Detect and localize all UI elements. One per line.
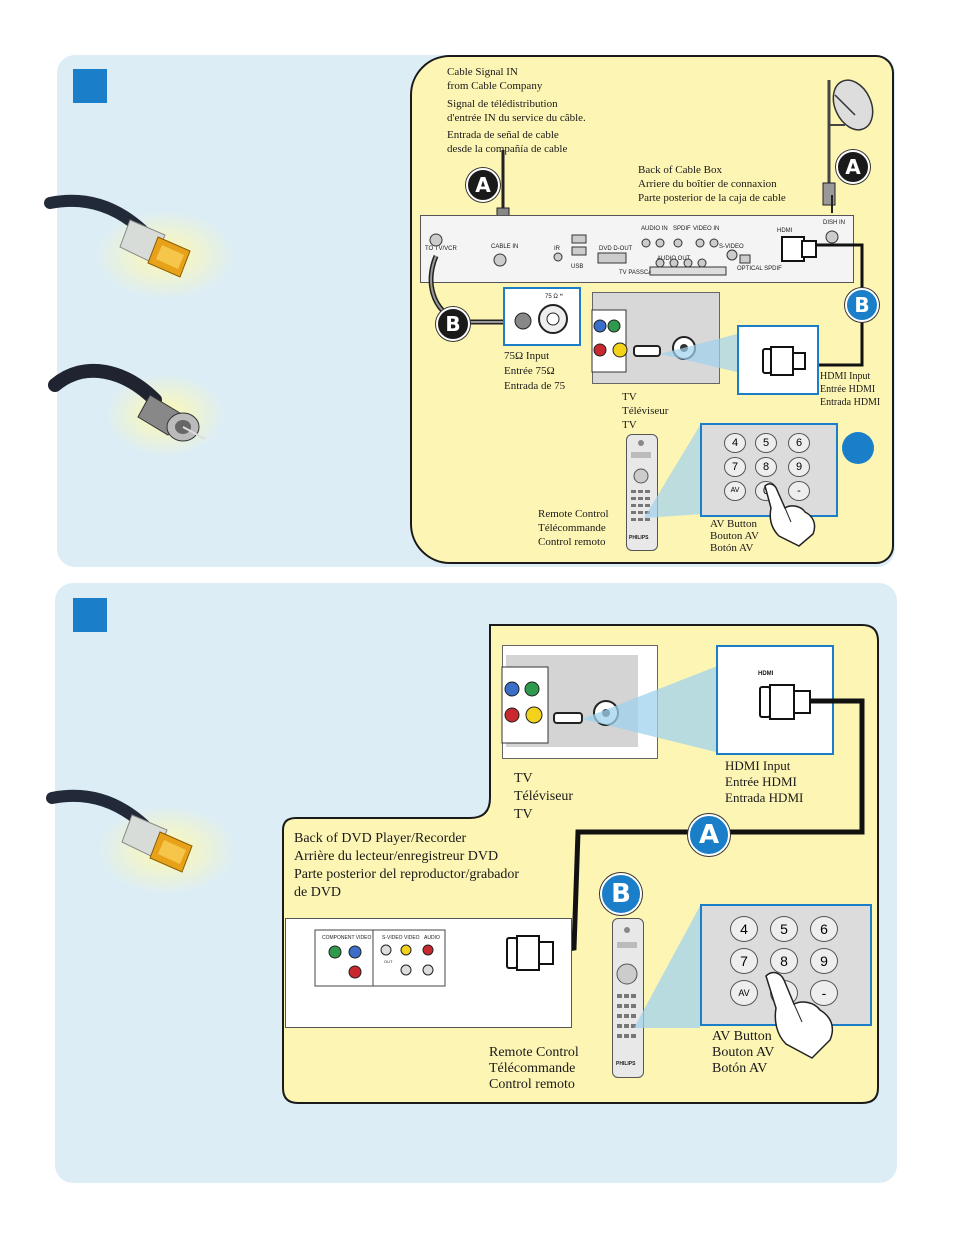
- key-9[interactable]: 9: [788, 457, 810, 477]
- key-6[interactable]: 6: [810, 916, 838, 942]
- hdmi-port-label: HDMI: [777, 228, 793, 234]
- badge-a-step-2: A: [688, 814, 730, 856]
- dvd-audio-label: AUDIO: [424, 935, 440, 941]
- step-2-number-box: [73, 598, 107, 632]
- hdmi-plug-icon-2: [759, 684, 811, 720]
- key-dash[interactable]: -: [810, 980, 838, 1006]
- keypad-1: 4 5 6 7 8 9 AV 0 -: [700, 423, 834, 513]
- input-75-label: 75Ω Input Entrée 75Ω Entrada de 75: [504, 350, 566, 392]
- usb-label: USB: [571, 264, 584, 270]
- video-in-label: VIDEO IN: [693, 226, 720, 232]
- key-8[interactable]: 8: [755, 457, 777, 477]
- key-dash[interactable]: -: [788, 481, 810, 501]
- key-5[interactable]: 5: [755, 433, 777, 453]
- av-button-label-1: AV Button Bouton AV Botón AV: [710, 518, 760, 554]
- back-cable-box-label: Back of Cable Box Arriere du boîtier de …: [638, 164, 786, 204]
- hdmi-input-label-2: HDMI Input Entrée HDMI Entrada HDMI: [725, 758, 804, 805]
- av-key[interactable]: AV: [724, 481, 746, 501]
- s-video-label: S-VIDEO: [719, 244, 744, 250]
- cable-box-ports: [429, 230, 839, 276]
- hand-pointer-icon-1: [764, 483, 816, 547]
- tv-passcard-label: TV PASSCARD: [619, 270, 661, 276]
- dvd-out-label: OUT: [384, 959, 393, 964]
- remote-brand-1: PHILIPS: [629, 535, 649, 541]
- badge-b-hdmi: B: [845, 288, 879, 322]
- hdmi-cable-icon-2: [46, 789, 237, 895]
- key-4[interactable]: 4: [730, 916, 758, 942]
- hdmi-plug-icon-1: [762, 346, 806, 376]
- coax-port-icon: [514, 304, 568, 334]
- key-7[interactable]: 7: [724, 457, 746, 477]
- tv-back-ports-2: [501, 655, 720, 753]
- key-5[interactable]: 5: [770, 916, 798, 942]
- hdmi-input-label-1: HDMI Input Entrée HDMI Entrada HDMI: [820, 371, 881, 408]
- tv-label-2: TV Téléviseur TV: [514, 771, 574, 822]
- cable-in-label: CABLE IN: [491, 244, 519, 250]
- dish-in-label: DISH IN: [823, 220, 846, 226]
- tv-label-1: TV Téléviseur TV: [622, 391, 669, 431]
- hand-pointer-icon-2: [765, 971, 834, 1059]
- dvd-back-ports: [314, 929, 554, 987]
- badge-a-dish: A: [836, 150, 870, 184]
- key-9[interactable]: 9: [810, 948, 838, 974]
- key-4[interactable]: 4: [724, 433, 746, 453]
- dvd-out-label: DVD D-OUT: [599, 246, 633, 252]
- remote-buttons-1: [631, 422, 702, 521]
- step-1-number-box: [73, 69, 107, 103]
- audio-in-label: AUDIO IN: [641, 226, 668, 232]
- step-1-sub-circle: [842, 432, 874, 464]
- dvd-svideo-label: S-VIDEO: [382, 935, 403, 941]
- badge-b-coax: B: [436, 307, 470, 341]
- optical-label: OPTICAL SPDIF: [737, 266, 782, 272]
- av-key[interactable]: AV: [730, 980, 758, 1006]
- remote-label-2: Remote Control Télécommande Control remo…: [489, 1045, 579, 1092]
- remote-buttons-2: [616, 906, 700, 1038]
- component-video-label: COMPONENT VIDEO: [322, 935, 372, 941]
- key-6[interactable]: 6: [788, 433, 810, 453]
- remote-label-1: Remote Control Télécommande Control remo…: [538, 508, 609, 548]
- to-tv-label: TO TV/VCR: [425, 246, 457, 252]
- badge-b-step-2: B: [600, 873, 642, 915]
- spdif-label: SPDIF: [673, 226, 691, 232]
- back-dvd-label: Back of DVD Player/Recorder Arrière du l…: [294, 831, 520, 900]
- key-7[interactable]: 7: [730, 948, 758, 974]
- ir-label: IR: [554, 246, 560, 252]
- remote-brand-2: PHILIPS: [616, 1061, 636, 1067]
- hdmi-cable-icon: [44, 194, 235, 300]
- badge-a-cable: A: [466, 168, 500, 202]
- dvd-video-label: VIDEO: [404, 935, 420, 941]
- hdmi-zoom-label: HDMI: [758, 671, 774, 677]
- tv-back-ports-1: [591, 309, 737, 373]
- av-button-label-2: AV Button Bouton AV Botón AV: [712, 1029, 775, 1076]
- ohm-port-label: 75 Ω ꟸ: [545, 294, 563, 300]
- coaxial-cable-icon: [48, 363, 225, 457]
- key-8[interactable]: 8: [770, 948, 798, 974]
- satellite-dish-icon: [822, 79, 874, 206]
